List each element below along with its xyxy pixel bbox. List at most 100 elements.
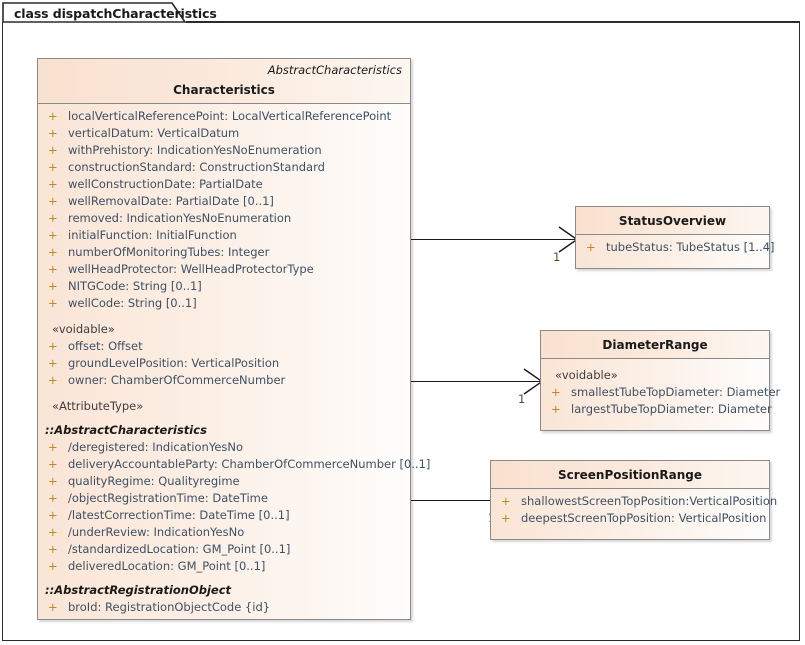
diagram-frame [2,22,800,641]
attribute-row: + /deregistered: IndicationYesNo [38,439,410,456]
connector-multiplicity-diameterrange: 1 [518,392,526,406]
attribute-visibility: + [501,511,511,525]
attribute-signature: /standardizedLocation: GM_Point [0..1] [68,542,291,556]
attribute-row: + initialFunction: InitialFunction [38,227,410,244]
attribute-signature: broId: RegistrationObjectCode {id} [68,600,271,614]
class-body-screenpositionrange: + shallowestScreenTopPosition:VerticalPos… [491,489,777,533]
attribute-visibility: + [48,245,58,259]
attribute-visibility: + [48,440,58,454]
attribute-visibility: + [48,109,58,123]
diagram-tab: class dispatchCharacteristics [2,2,217,23]
attribute-row: +removed: IndicationYesNoEnumeration [38,210,410,227]
attribute-visibility: + [48,126,58,140]
attribute-visibility: + [48,491,58,505]
attribute-signature: smallestTubeTopDiameter: Diameter [571,385,781,399]
attribute-row: +/underReview: IndicationYesNo [38,524,410,541]
attribute-row: + largestTubeTopDiameter: Diameter [541,401,772,418]
attribute-visibility: + [48,600,58,614]
attribute-row: + deliveredLocation: GM_Point [0..1] [38,558,410,575]
uml-class-characteristics[interactable]: AbstractCharacteristics Characteristics … [37,58,430,622]
attribute-visibility: + [48,160,58,174]
attribute-visibility: + [48,194,58,208]
attribute-row: + /objectRegistrationTime: DateTime [38,490,410,507]
attribute-visibility: + [48,262,58,276]
attribute-signature: /deregistered: IndicationYesNo [68,440,244,454]
attribute-signature: constructionStandard: ConstructionStanda… [68,160,325,174]
diagram-frame-top-edge [186,21,800,23]
attribute-row: +wellRemovalDate: PartialDate [0..1] [38,193,410,210]
attribute-row: + withPrehistory: IndicationYesNoEnumerat… [38,142,410,159]
attribute-visibility: + [48,143,58,157]
attribute-row: + owner: ChamberOfCommerceNumber [38,372,410,389]
attribute-visibility: + [48,339,58,353]
uml-class-diameterrange[interactable]: DiameterRange «voidable» + smallestTubeTop… [540,330,780,431]
attribute-visibility: + [48,177,58,191]
attribute-visibility: + [551,402,561,416]
attribute-visibility: + [48,373,58,387]
attribute-signature: deepestScreenTopPosition: VerticalPositi… [521,511,767,525]
class-body-characteristics: + localVerticalReferencePoint: LocalVerti… [38,104,430,622]
stereotype-label: «voidable» [555,368,618,382]
attribute-row: + shallowestScreenTopPosition:VerticalPos… [491,493,777,510]
class-header-screenpositionrange: ScreenPositionRange [491,461,769,489]
attribute-signature: owner: ChamberOfCommerceNumber [68,373,286,387]
attribute-signature: /underReview: IndicationYesNo [68,525,245,539]
attribute-visibility: + [48,474,58,488]
attribute-signature: localVerticalReferencePoint: LocalVertic… [68,109,392,123]
class-body-diameterrange: «voidable» + smallestTubeTopDiameter: Diam… [541,359,780,424]
attribute-visibility: + [551,385,561,399]
attribute-signature: wellCode: String [0..1] [68,296,197,310]
attribute-visibility: + [48,228,58,242]
attribute-visibility: + [501,494,511,508]
uml-class-statusoverview[interactable]: StatusOverview +tubeStatus: TubeStatus [… [575,206,775,269]
attribute-signature: deliveryAccountableParty: ChamberOfComme… [68,457,431,471]
class-abstract-parent-label: AbstractCharacteristics [267,63,402,77]
class-name-label-screenpositionrange: ScreenPositionRange [557,468,703,482]
attribute-signature: /objectRegistrationTime: DateTime [68,491,268,505]
attribute-signature: largestTubeTopDiameter: Diameter [571,402,772,416]
attribute-signature: wellConstructionDate: PartialDate [68,177,263,191]
attribute-row: + /latestCorrectionTime: DateTime [0..1] [38,507,410,524]
attribute-row: + localVerticalReferencePoint: LocalVerti… [38,108,410,125]
attribute-visibility: + [48,559,58,573]
connector-line-diameterrange [411,381,541,383]
attribute-row: + deliveryAccountableParty: ChamberOfComm… [38,456,430,473]
class-header-characteristics: AbstractCharacteristics Characteristics [38,59,410,104]
attribute-row: +NITGCode: String [0..1] [38,278,410,295]
class-name-label-statusoverview: StatusOverview [618,214,727,228]
class-header-diameterrange: DiameterRange [541,331,769,359]
attribute-signature: initialFunction: InitialFunction [68,228,237,242]
uml-class-screenpositionrange[interactable]: ScreenPositionRange + shallowestScreenTop… [490,460,777,540]
stereotype-label: «voidable» [52,322,115,336]
attribute-signature: groundLevelPosition: VerticalPosition [68,356,280,370]
attribute-row: +wellCode: String [0..1] [38,295,410,312]
attribute-row: + constructionStandard: ConstructionStand… [38,159,410,176]
attribute-row: +verticalDatum: VerticalDatum [38,125,410,142]
connector-line-screenpositionrange [411,500,511,502]
class-name-label-diameterrange: DiameterRange [602,338,708,352]
attribute-visibility: + [48,457,58,471]
attribute-signature: deliveredLocation: GM_Point [0..1] [68,559,266,573]
class-body-statusoverview: +tubeStatus: TubeStatus [1..4] [576,235,775,262]
attribute-visibility: + [48,508,58,522]
attribute-signature: withPrehistory: IndicationYesNoEnumerati… [68,143,322,157]
attribute-signature: /latestCorrectionTime: DateTime [0..1] [68,508,290,522]
attribute-signature: NITGCode: String [0..1] [68,279,202,293]
attribute-row: +tubeStatus: TubeStatus [1..4] [576,239,775,256]
attribute-visibility: + [586,240,596,254]
attribute-row: +numberOfMonitoringTubes: Integer [38,244,410,261]
attribute-signature: wellHeadProtector: WellHeadProtectorType [68,262,314,276]
attribute-row: + wellHeadProtector: WellHeadProtectorTyp… [38,261,410,278]
attribute-signature: shallowestScreenTopPosition:VerticalPosi… [521,494,778,508]
attribute-signature: offset: Offset [68,339,143,353]
inherited-group-label: ::AbstractCharacteristics [45,423,207,437]
attribute-visibility: + [48,356,58,370]
attribute-signature: qualityRegime: Qualityregime [68,474,240,488]
attribute-visibility: + [48,542,58,556]
attribute-row: + offset: Offset [38,338,410,355]
attribute-row: + /standardizedLocation: GM_Point [0..1] [38,541,410,558]
attribute-visibility: + [48,211,58,225]
diagram-tab-label: class dispatchCharacteristics [14,6,217,21]
attribute-row: + wellConstructionDate: PartialDate [38,176,410,193]
